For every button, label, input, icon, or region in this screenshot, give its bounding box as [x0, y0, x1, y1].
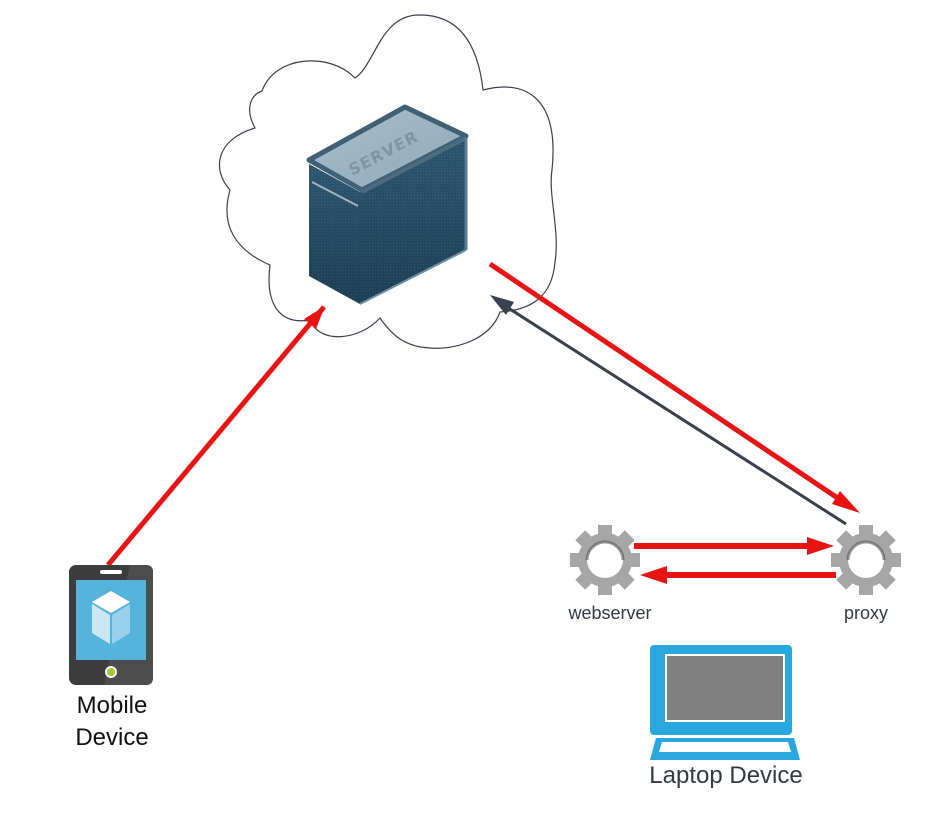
mobile-device-label-line2: Device [75, 724, 149, 751]
arrowhead-mobile-to-server [304, 306, 325, 329]
mobile-device-label-line1: Mobile [76, 692, 148, 719]
arrowhead-webserver-to-proxy [807, 537, 834, 555]
proxy-gear-icon [831, 525, 901, 595]
edge-mobile-to-server [106, 305, 326, 567]
mobile-device-label: Mobile Device [40, 690, 184, 754]
proxy-label: proxy [843, 603, 888, 623]
laptop-device-label: Laptop Device [649, 762, 803, 789]
webserver-gear-icon [570, 525, 640, 595]
webserver-label: webserver [568, 603, 652, 623]
arrowhead-proxy-to-server [490, 295, 514, 315]
laptop-icon [650, 645, 800, 760]
edge-server-to-proxy [488, 261, 850, 508]
arrowhead-proxy-to-webserver [640, 566, 667, 584]
arrowhead-server-to-proxy [832, 491, 860, 513]
edge-proxy-to-server [501, 302, 847, 526]
mobile-phone-icon [69, 565, 153, 685]
server-icon: SERVER [306, 104, 469, 305]
